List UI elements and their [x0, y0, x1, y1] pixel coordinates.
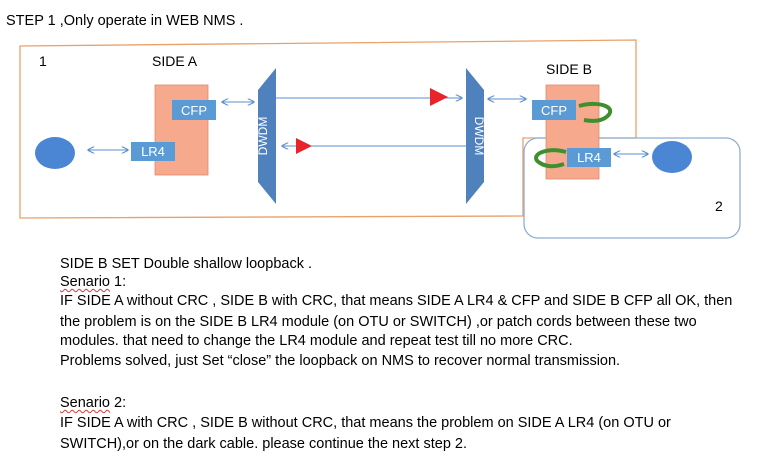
loopback-diagram: CFP LR4 CFP LR4 DWDM DWDM 1 SIDE A SIDE … [19, 39, 741, 239]
step-title: STEP 1 ,Only operate in WEB NMS . [6, 13, 244, 29]
loopback-arc-lr4 [534, 148, 567, 169]
client-b-ellipse [652, 141, 692, 173]
scenario-2-number: 2: [109, 395, 127, 411]
dwdm-left [258, 68, 276, 204]
scenario-2-line-1: IF SIDE A with CRC , SIDE B without CRC,… [60, 415, 671, 431]
scenario-2-line-2: SWITCH),or on the dark cable. please con… [60, 436, 468, 452]
region-2-outline [523, 137, 741, 239]
side-b-label: SIDE B [546, 61, 592, 77]
region-1-label: 1 [39, 53, 47, 69]
side-b-cfp-label: CFP [541, 103, 567, 118]
side-a-cfp-label: CFP [181, 103, 207, 118]
side-a-module [154, 84, 209, 176]
scenario-1-line-4: Problems solved, just Set “close” the lo… [60, 353, 621, 369]
scenario-2-heading: Senario 2: [60, 394, 126, 412]
scenario-2-word: Senario [60, 395, 110, 411]
dwdm-right [466, 68, 484, 204]
side-b-cfp-port [532, 100, 576, 120]
side-a-lr4-label: LR4 [141, 144, 165, 159]
region-1-outline [19, 39, 637, 219]
scenario-1-number: 1: [109, 274, 127, 290]
scenario-1-line-2: the problem is on the SIDE B LR4 module … [60, 314, 697, 330]
client-a-ellipse [35, 137, 75, 169]
dwdm-left-label: DWDM [256, 117, 270, 156]
side-b-lr4-label: LR4 [577, 150, 601, 165]
scenario-1-word: Senario [60, 274, 110, 290]
red-triangle-forward [430, 88, 448, 106]
scenario-1-line-1: IF SIDE A without CRC , SIDE B with CRC,… [60, 293, 733, 309]
region-2-label: 2 [715, 198, 723, 214]
side-a-cfp-port [172, 100, 216, 120]
intro-text: SIDE B SET Double shallow loopback . [60, 256, 313, 272]
scenario-1-line-3: modules. that need to change the LR4 mod… [60, 333, 573, 349]
loopback-arc-cfp [578, 101, 613, 123]
red-triangle-return [296, 138, 312, 154]
side-a-label: SIDE A [152, 53, 198, 69]
dwdm-right-label: DWDM [472, 117, 486, 156]
side-a-lr4-port [131, 142, 175, 161]
scenario-1-heading: Senario 1: [60, 273, 126, 291]
side-b-lr4-port [567, 148, 611, 167]
